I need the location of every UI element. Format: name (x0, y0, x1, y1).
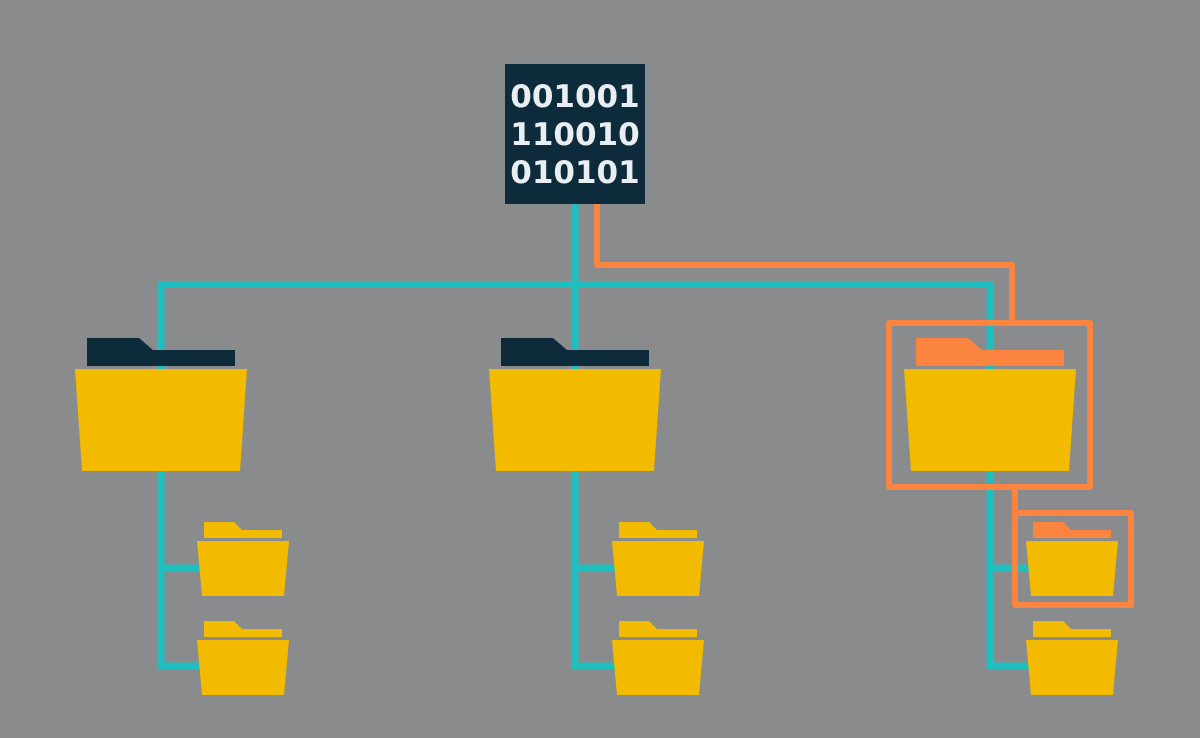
folder-3-1[interactable] (1026, 522, 1118, 596)
highlight-route (594, 204, 1015, 323)
folder-tab (204, 621, 282, 637)
binary-line-2: 110010 (510, 117, 639, 153)
folder-icon (197, 640, 289, 695)
highlight-path (594, 204, 1134, 608)
folder-1-1[interactable] (197, 522, 289, 596)
folder-3-2[interactable] (1026, 621, 1118, 695)
folder-2[interactable] (489, 338, 661, 471)
folder-tab (87, 338, 235, 366)
folder-tab (619, 621, 697, 637)
folder-icon (904, 369, 1076, 471)
highlight-box-folder-3 (886, 320, 1093, 490)
highlight-box-folder-3-1 (1012, 510, 1134, 608)
folder-icon (1026, 640, 1118, 695)
folder-tab (916, 338, 1064, 366)
folder-icon (75, 369, 247, 471)
folder-icon (612, 541, 704, 596)
folder-2-1[interactable] (612, 522, 704, 596)
folder-icon (1026, 541, 1118, 596)
folders (75, 338, 1118, 695)
branch-1 (157, 440, 205, 670)
folder-tab (501, 338, 649, 366)
folder-icon (489, 369, 661, 471)
folder-tab (619, 522, 697, 538)
folder-tab (204, 522, 282, 538)
binary-data-box (505, 64, 645, 204)
folder-1-2[interactable] (197, 621, 289, 695)
folder-1[interactable] (75, 338, 247, 471)
root-node: 001001 110010 010101 (505, 64, 645, 204)
binary-line-3: 010101 (510, 155, 639, 191)
folder-tab (1033, 522, 1111, 538)
folder-icon (612, 640, 704, 695)
folder-icon (197, 541, 289, 596)
folder-3[interactable] (904, 338, 1076, 471)
folder-2-2[interactable] (612, 621, 704, 695)
branch-2 (571, 440, 620, 670)
binary-line-1: 001001 (510, 79, 639, 115)
folder-tab (1033, 621, 1111, 637)
